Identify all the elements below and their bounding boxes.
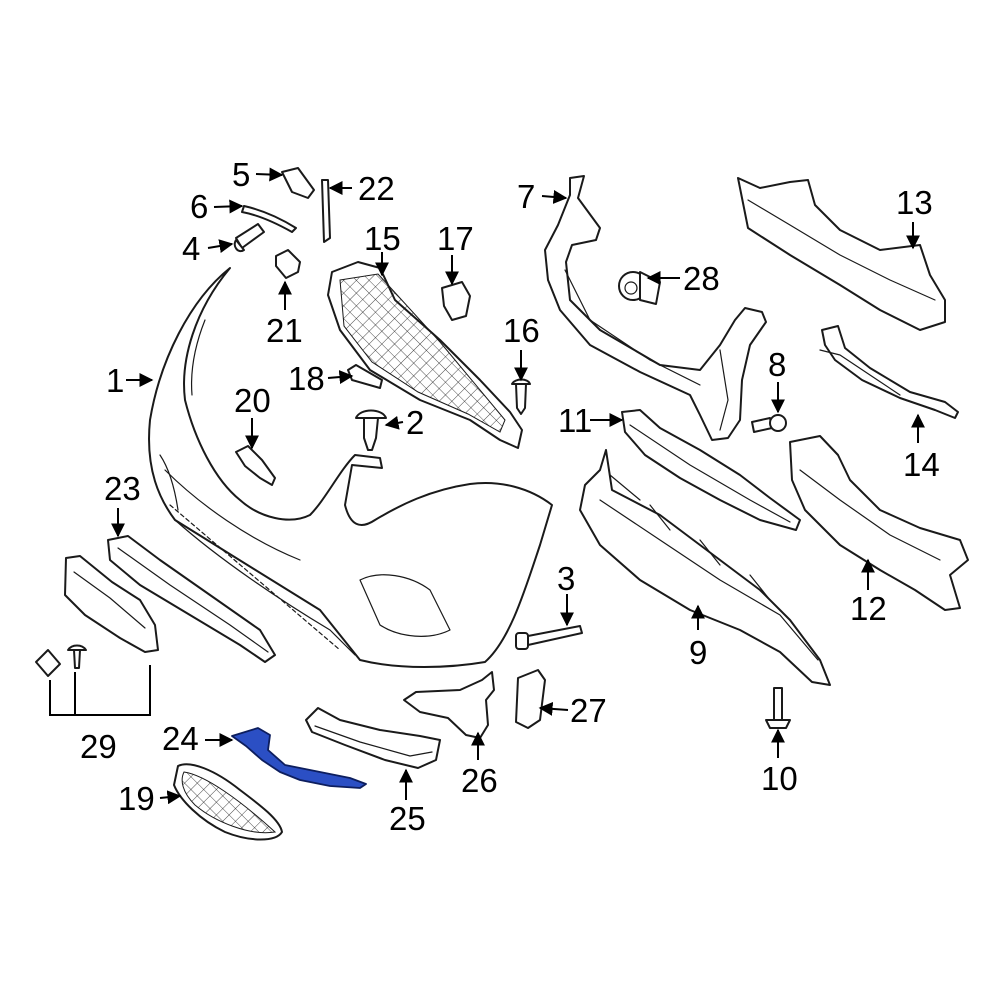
callout-1: 1 <box>106 362 124 399</box>
callout-3: 3 <box>557 560 575 597</box>
part-20-cover[interactable] <box>235 445 276 486</box>
callout-6: 6 <box>190 188 208 225</box>
part-25-lower-molding[interactable] <box>305 707 441 769</box>
callout-16: 16 <box>503 312 540 349</box>
callout-17: 17 <box>437 220 474 257</box>
leader-lines <box>111 167 925 805</box>
callout-21: 21 <box>266 312 303 349</box>
callout-23: 23 <box>104 470 141 507</box>
part-21-bracket[interactable] <box>275 249 301 279</box>
callout-4: 4 <box>182 230 200 267</box>
part-7-mounting-bracket[interactable] <box>544 175 767 441</box>
part-5-bracket[interactable] <box>281 167 315 199</box>
callout-12: 12 <box>850 590 887 627</box>
part-9-absorber[interactable] <box>579 449 831 686</box>
callout-24: 24 <box>162 720 199 757</box>
callout-19: 19 <box>118 780 155 817</box>
callout-5: 5 <box>232 156 250 193</box>
callout-7: 7 <box>517 178 535 215</box>
callout-11: 11 <box>558 402 592 439</box>
part-14-support-bar[interactable] <box>819 325 959 419</box>
callout-20: 20 <box>234 382 271 419</box>
part-11-absorber[interactable] <box>621 409 801 531</box>
callout-25: 25 <box>389 800 426 837</box>
part-29-license-plate-bracket[interactable] <box>35 555 159 716</box>
callout-26: 26 <box>461 762 498 799</box>
part-17-bracket[interactable] <box>441 281 471 321</box>
part-13-carrier[interactable] <box>737 177 946 331</box>
callout-28: 28 <box>683 260 720 297</box>
callout-15: 15 <box>364 220 401 257</box>
callout-27: 27 <box>570 692 607 729</box>
callout-8: 8 <box>768 346 786 383</box>
callout-13: 13 <box>896 184 933 221</box>
part-27-trim[interactable] <box>515 669 546 729</box>
part-10-bolt[interactable] <box>765 687 791 729</box>
part-6-trim-strip[interactable] <box>241 205 297 233</box>
part-26-bracket[interactable] <box>403 671 495 739</box>
callout-2: 2 <box>406 404 424 441</box>
callout-29: 29 <box>80 728 117 765</box>
callout-labels: 1 2 3 4 5 6 7 8 9 10 11 12 13 14 15 16 1… <box>80 156 940 837</box>
callout-9: 9 <box>689 634 707 671</box>
part-8-bolt[interactable] <box>751 414 787 433</box>
part-19-lower-grille[interactable] <box>173 763 283 841</box>
part-16-clip[interactable] <box>511 378 531 415</box>
part-23-lower-trim[interactable] <box>107 535 276 663</box>
part-28-sensor[interactable] <box>618 271 661 305</box>
part-22-rod[interactable] <box>321 179 331 243</box>
part-3-rivet[interactable] <box>515 625 583 650</box>
callout-10: 10 <box>761 760 798 797</box>
part-2-push-clip[interactable] <box>355 409 387 451</box>
part-1-bumper-cover[interactable] <box>148 267 553 668</box>
part-24-molding-highlighted[interactable] <box>231 727 367 789</box>
part-15-upper-grille[interactable] <box>327 261 523 449</box>
part-12-absorber[interactable] <box>789 435 969 611</box>
callout-22: 22 <box>358 170 395 207</box>
part-4-screw[interactable] <box>233 223 265 252</box>
callout-18: 18 <box>288 360 325 397</box>
callout-14: 14 <box>903 446 940 483</box>
